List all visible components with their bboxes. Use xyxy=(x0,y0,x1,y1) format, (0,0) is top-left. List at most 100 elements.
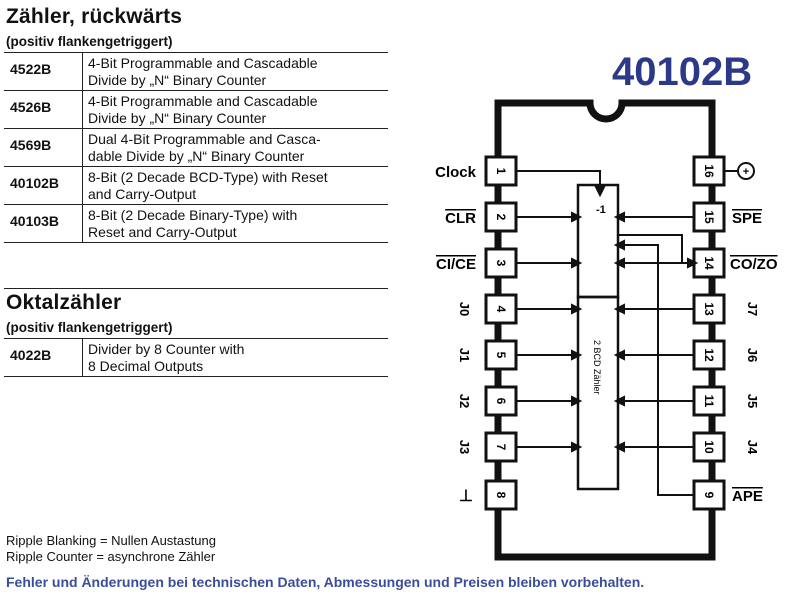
pin-label: J1 xyxy=(457,348,472,362)
pin-10: 10 J4 xyxy=(692,431,760,463)
product-code: 4022B xyxy=(4,338,83,377)
pin-1: 1 Clock xyxy=(435,155,518,187)
chip-pinout-diagram: 2 BCD Zähler -1 1 Clock 2 CLR 3 CI/CE 4 … xyxy=(435,99,778,561)
pin-14: 14 CO/ZO xyxy=(692,247,778,279)
pin-number: 10 xyxy=(702,440,716,454)
pin-12: 12 J6 xyxy=(692,339,760,371)
table-row: 40102B 8-Bit (2 Decade BCD-Type) with Re… xyxy=(4,166,389,205)
pin-5: 5 J1 xyxy=(457,339,518,371)
pin-label: CLR xyxy=(445,210,476,227)
section-title-octal-counters: Oktalzähler xyxy=(6,291,122,314)
pin-label: J4 xyxy=(745,440,760,455)
pin-number: 7 xyxy=(494,444,508,451)
section-subtitle: (positiv flankengetriggert) xyxy=(6,320,173,335)
description-line: Divide by „N“ Binary Counter xyxy=(88,71,267,88)
description-line: Divide by „N“ Binary Counter xyxy=(88,109,267,126)
pin-8: 8 ⊥ xyxy=(459,479,518,511)
pin-number: 12 xyxy=(702,348,716,362)
section-divider xyxy=(4,288,388,289)
note-line: Ripple Blanking = Nullen Austastung xyxy=(6,533,216,548)
pin-number: 1 xyxy=(494,168,508,175)
product-code: 40102B xyxy=(4,166,83,205)
product-code: 40103B xyxy=(4,204,83,243)
footer-disclaimer: Fehler und Änderungen bei technischen Da… xyxy=(6,574,645,590)
pin-number: 8 xyxy=(494,492,508,499)
supply-icon xyxy=(737,162,755,180)
product-description: Dual 4-Bit Programmable and Casca-dable … xyxy=(83,129,389,167)
description-line: 4-Bit Programmable and Cascadable xyxy=(88,55,318,71)
description-line: and Carry-Output xyxy=(88,185,197,202)
pin-label: J0 xyxy=(457,302,472,316)
section-title-counters-down: Zähler, rückwärts xyxy=(6,5,183,28)
pin-label: CI/CE xyxy=(436,256,476,273)
description-line: Dual 4-Bit Programmable and Casca- xyxy=(88,131,321,147)
inner-block-mark: -1 xyxy=(596,204,606,216)
product-code: 4522B xyxy=(4,52,83,91)
inner-block-label: 2 BCD Zähler xyxy=(592,340,602,395)
pin-11: 11 J5 xyxy=(692,385,760,417)
pin-label: APE xyxy=(732,488,763,505)
inner-logic-block-upper xyxy=(576,183,620,299)
description-line: 8-Bit (2 Decade Binary-Type) with xyxy=(88,207,298,223)
pin-label: CO/ZO xyxy=(730,256,778,273)
pin-number: 11 xyxy=(702,395,716,408)
glossary-notes: Ripple Blanking = Nullen Austastung Ripp… xyxy=(6,533,216,565)
table-row: 40103B 8-Bit (2 Decade Binary-Type) with… xyxy=(4,204,389,243)
pin-label: + xyxy=(743,166,749,178)
pin-6: 6 J2 xyxy=(457,385,518,417)
note-line: Ripple Counter = asynchrone Zähler xyxy=(6,549,216,564)
description-line: Divider by 8 Counter with xyxy=(88,341,245,357)
pin-number: 9 xyxy=(702,492,716,499)
pin-number: 13 xyxy=(702,302,716,316)
pin-16: 16 + xyxy=(692,155,755,187)
pin-number: 16 xyxy=(702,164,716,178)
pin-9: 9 APE xyxy=(692,479,763,511)
chip-title: 40102B xyxy=(612,50,753,94)
pin-7: 7 J3 xyxy=(457,431,518,463)
ground-icon: ⊥ xyxy=(459,488,473,505)
pin-label: J7 xyxy=(745,302,760,316)
pin-number: 5 xyxy=(494,352,508,359)
description-line: 8 Decimal Outputs xyxy=(88,357,204,374)
pin-label: J6 xyxy=(745,348,760,362)
pin-number: 6 xyxy=(494,398,508,405)
section-subtitle: (positiv flankengetriggert) xyxy=(6,34,173,49)
description-line: 4-Bit Programmable and Cascadable xyxy=(88,93,318,109)
internal-wiring xyxy=(516,170,699,496)
table-row: 4569B Dual 4-Bit Programmable and Casca-… xyxy=(4,128,389,167)
pin-number: 2 xyxy=(494,214,508,221)
pin-13: 13 J7 xyxy=(692,293,760,325)
pin-3: 3 CI/CE xyxy=(436,247,518,279)
pin-number: 3 xyxy=(494,260,508,267)
pin-4: 4 J0 xyxy=(457,293,518,325)
pin-15: 15 SPE xyxy=(692,201,762,233)
description-line: Reset and Carry-Output xyxy=(88,223,237,240)
product-code: 4526B xyxy=(4,90,83,129)
product-code: 4569B xyxy=(4,128,83,167)
pin-label: J3 xyxy=(457,440,472,454)
pin-number: 14 xyxy=(702,256,716,270)
left-pins: 1 Clock 2 CLR 3 CI/CE 4 J0 5 J1 6 J2 xyxy=(435,155,518,511)
description-line: 8-Bit (2 Decade BCD-Type) with Reset xyxy=(88,169,328,185)
inner-logic-block-lower xyxy=(576,295,620,491)
pin-number: 4 xyxy=(494,306,508,313)
right-pins: 16 + 15 SPE 14 CO/ZO 13 J7 12 J6 11 xyxy=(692,155,778,511)
ic-package-outline xyxy=(494,99,716,561)
pin-2: 2 CLR xyxy=(445,201,518,233)
pin-label: SPE xyxy=(732,210,762,227)
description-line: dable Divide by „N“ Binary Counter xyxy=(88,147,305,164)
pin-number: 15 xyxy=(702,210,716,224)
pin-label: J2 xyxy=(457,394,472,408)
pin-label: J5 xyxy=(745,394,760,408)
pin-label: Clock xyxy=(435,164,477,181)
